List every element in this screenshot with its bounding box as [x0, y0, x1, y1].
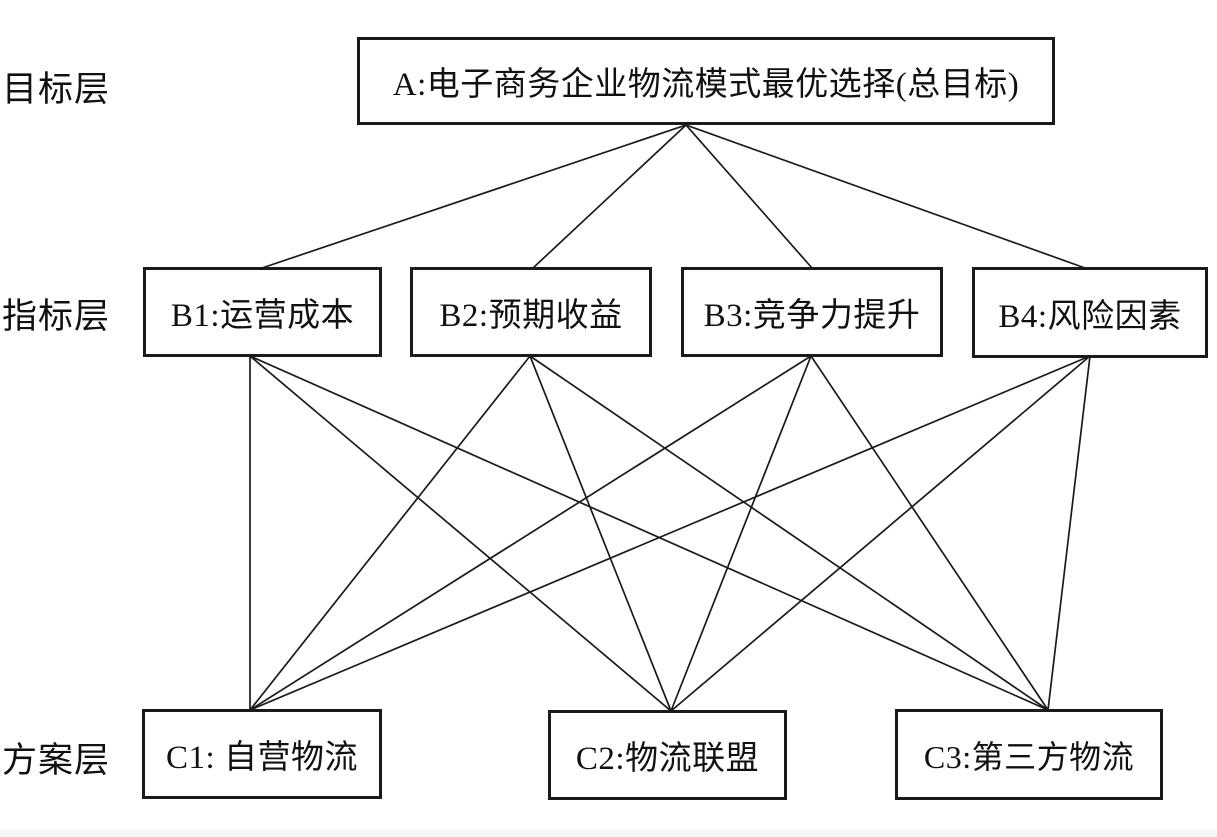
page-bottom-band: [0, 830, 1217, 837]
edge-A-B2: [532, 124, 687, 269]
node-criterion-B2: B2:预期收益: [410, 267, 652, 357]
edge-B2-C1: [249, 355, 531, 711]
edge-B1-C2: [249, 355, 672, 712]
edge-B3-C3: [810, 355, 1049, 711]
edge-B1-C3: [249, 355, 1049, 711]
layer-label-alternatives: 方案层: [2, 740, 111, 780]
node-criterion-B3: B3:竞争力提升: [681, 267, 943, 357]
edge-B4-C2: [670, 355, 1091, 712]
edge-B4-C3: [1047, 355, 1091, 711]
node-goal-A: A:电子商务企业物流模式最优选择(总目标): [357, 37, 1055, 125]
edge-A-B1: [261, 124, 687, 269]
edge-A-B4: [685, 124, 1086, 269]
node-criterion-B4: B4:风险因素: [972, 267, 1208, 358]
node-alternative-C2: C2:物流联盟: [548, 710, 787, 800]
edge-B3-C2: [670, 355, 812, 712]
node-alternative-C3: C3:第三方物流: [895, 709, 1163, 800]
node-alternative-C1: C1: 自营物流: [142, 709, 382, 799]
edge-B2-C2: [529, 355, 672, 712]
layer-label-criteria: 指标层: [2, 296, 111, 336]
edge-B3-C1: [249, 355, 812, 711]
edge-B2-C3: [529, 355, 1049, 711]
layer-label-goal: 目标层: [2, 69, 111, 109]
edge-A-B3: [685, 124, 813, 269]
edge-B4-C1: [249, 355, 1091, 711]
node-criterion-B1: B1:运营成本: [143, 267, 382, 357]
